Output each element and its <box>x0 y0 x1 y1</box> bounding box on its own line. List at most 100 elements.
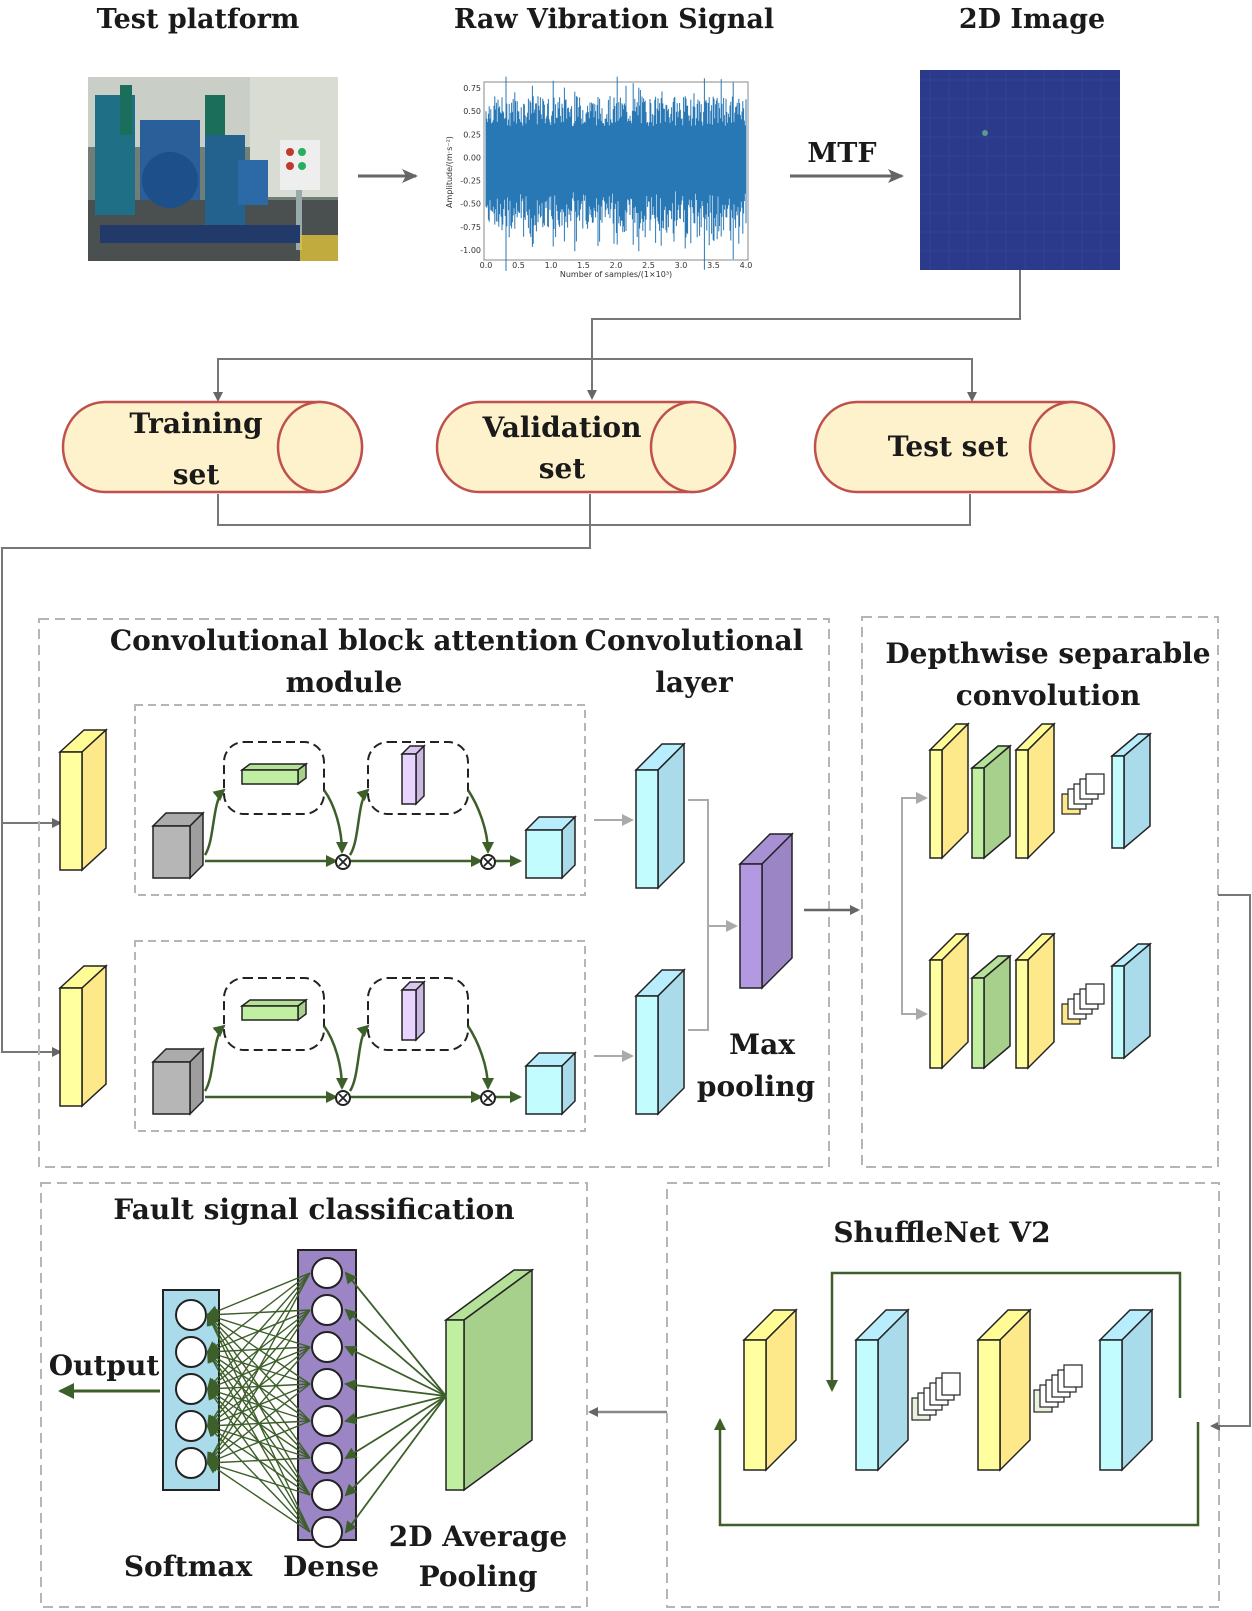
cbam-module-box <box>134 704 586 896</box>
dsc-green-block <box>969 954 1013 1070</box>
validation-label-2: set <box>539 452 586 485</box>
x-tick: 1.5 <box>577 261 590 270</box>
conv-layer-block-2 <box>634 968 686 1116</box>
conv-layer-title-1: Convolutional <box>585 624 804 657</box>
dsc-blue-block <box>1109 942 1153 1060</box>
test-set-cylinder: Test set <box>813 400 1116 494</box>
x-tick: 0.0 <box>480 261 493 270</box>
softmax-neuron <box>175 1373 207 1405</box>
test-set-label: Test set <box>888 430 1008 463</box>
shuffle-slice <box>1063 1364 1083 1388</box>
cbam-feature-cube <box>151 1047 205 1116</box>
channel-attention-map <box>239 998 309 1022</box>
x-tick: 3.5 <box>707 261 720 270</box>
y-tick: 0.25 <box>463 130 481 139</box>
shuffle-slice <box>941 1372 961 1396</box>
softmax-neuron <box>175 1336 207 1368</box>
channel-attention-box <box>223 741 325 815</box>
raw-signal-title: Raw Vibration Signal <box>454 4 774 35</box>
test-platform-photo <box>88 77 338 261</box>
training-label-1: Training <box>129 407 262 440</box>
training-label-2: set <box>173 458 220 491</box>
softmax-neuron <box>175 1299 207 1331</box>
shufflenet-panel <box>666 1182 1220 1608</box>
test-platform-title: Test platform <box>97 4 300 35</box>
validation-set-cylinder: Validation set <box>435 400 737 494</box>
vibration-signal-plot: 0.750.500.250.00-0.25-0.50-0.75-1.00 0.0… <box>445 76 753 279</box>
cbam-output-cube <box>524 1051 577 1116</box>
dense-label: Dense <box>283 1550 379 1583</box>
channel-attention-map <box>239 762 309 786</box>
spatial-attention-box <box>367 977 469 1051</box>
dsc-blue-block <box>1109 732 1153 850</box>
mtf-2d-image <box>920 70 1120 270</box>
y-tick: -0.25 <box>460 177 481 186</box>
dense-neuron <box>311 1405 343 1437</box>
y-tick: 0.75 <box>463 84 481 93</box>
validation-label-1: Validation <box>482 411 642 444</box>
dense-neuron <box>311 1368 343 1400</box>
cbam-module-1 <box>58 704 634 896</box>
avg-pooling-block <box>443 1268 535 1492</box>
cbam-input-feature <box>58 964 108 1108</box>
y-tick: -1.00 <box>460 246 481 255</box>
image-2d-title: 2D Image <box>959 4 1105 35</box>
avg-pool-label-1: 2D Average <box>389 1520 567 1553</box>
dsc-panel <box>861 616 1219 1168</box>
spatial-attention-map <box>400 980 426 1042</box>
x-tick: 4.0 <box>740 261 753 270</box>
dense-neuron <box>311 1516 343 1548</box>
shuffle-input-block <box>742 1308 798 1472</box>
dsc-yellow-block <box>928 722 970 860</box>
dsc-yellow-block <box>1014 932 1056 1070</box>
x-tick: 1.0 <box>545 261 558 270</box>
y-tick: -0.50 <box>460 200 481 209</box>
cbam-conv-panel <box>38 618 830 1168</box>
dense-neuron <box>311 1331 343 1363</box>
dsc-title-1: Depthwise separable <box>885 637 1210 670</box>
x-tick: 2.5 <box>642 261 655 270</box>
x-tick: 2.0 <box>610 261 623 270</box>
cbam-output-cube <box>524 815 577 880</box>
dsc-title-2: convolution <box>956 679 1141 712</box>
dense-neuron <box>311 1479 343 1511</box>
training-set-cylinder: Training set <box>61 400 364 494</box>
max-pooling-label-2: pooling <box>697 1070 815 1103</box>
output-label: Output <box>49 1349 160 1382</box>
max-pooling-label-1: Max <box>729 1028 795 1061</box>
conv-layer-block-1 <box>634 742 686 890</box>
y-tick: 0.00 <box>463 153 481 162</box>
y-tick: 0.50 <box>463 107 481 116</box>
dsc-yellow-block <box>1014 722 1056 860</box>
dense-neuron <box>311 1257 343 1289</box>
channel-attention-box <box>223 977 325 1051</box>
signal-waveform <box>485 76 747 271</box>
cbam-input-feature <box>58 728 108 872</box>
cbam-title-2: module <box>286 666 403 699</box>
shufflenet-title: ShuffleNet V2 <box>833 1216 1050 1249</box>
spatial-attention-map <box>400 744 426 806</box>
dense-neuron <box>311 1442 343 1474</box>
mtf-label: MTF <box>807 138 876 169</box>
signal-ylabel: Amplitude/(m·s⁻²) <box>445 136 454 208</box>
classification-title: Fault signal classification <box>113 1193 514 1226</box>
dsc-row-2 <box>928 932 1153 1070</box>
softmax-neuron <box>175 1410 207 1442</box>
max-pooling-block <box>738 832 794 990</box>
cbam-module-2 <box>58 940 634 1132</box>
shuffle-blue-block-1 <box>854 1308 910 1472</box>
spatial-attention-box <box>367 741 469 815</box>
shuffle-yellow-block <box>976 1308 1032 1472</box>
dsc-slice <box>1085 773 1105 795</box>
classification-panel <box>40 1182 588 1608</box>
x-tick: 3.0 <box>675 261 688 270</box>
cbam-module-box <box>134 940 586 1132</box>
shuffle-blue-block-2 <box>1098 1308 1154 1472</box>
dsc-yellow-block <box>928 932 970 1070</box>
avg-pool-label-2: Pooling <box>419 1560 538 1593</box>
softmax-neuron <box>175 1447 207 1479</box>
dense-neuron <box>311 1294 343 1326</box>
cbam-title-1: Convolutional block attention <box>110 624 578 657</box>
conv-layer-title-2: layer <box>655 666 734 699</box>
